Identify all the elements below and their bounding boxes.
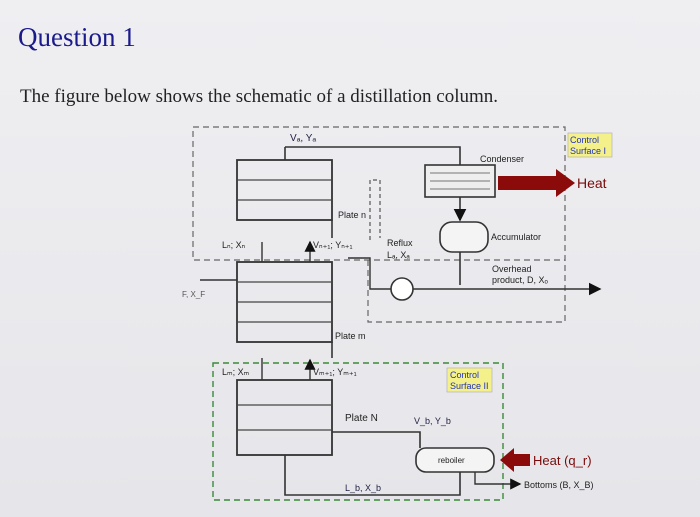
accumulator-vessel <box>439 221 489 253</box>
reflux-stream-boundary <box>369 179 381 240</box>
reflux-label-line1: Reflux <box>387 238 413 248</box>
reboiler-label: reboiler <box>438 456 465 465</box>
reboiler-vessel <box>415 447 495 473</box>
plate-N-label: Plate N <box>345 413 378 424</box>
reflux-pump-icon <box>390 277 414 301</box>
top-vapor-label: Vₐ, Yₐ <box>290 133 316 144</box>
plate-m-label: Plate m <box>335 331 366 341</box>
vapor-m1-label: Vₘ₊₁; Yₘ₊₁ <box>313 367 357 377</box>
control-surface-2-label-bg <box>446 367 493 393</box>
control-surface-1-label-bg <box>567 132 613 158</box>
overhead-label-line2: product, D, Xₒ <box>492 275 549 285</box>
accumulator-label: Accumulator <box>491 232 541 242</box>
question-text: The figure below shows the schematic of … <box>20 86 499 107</box>
plate-n-label: Plate n <box>338 210 366 220</box>
liquid-m-label: Lₘ; Xₘ <box>222 367 250 377</box>
control-surface-1-boundary-top <box>192 126 566 261</box>
vapor-n1-label: Vₙ₊₁; Yₙ₊₁ <box>313 240 353 250</box>
liquid-n-label: Lₙ; Xₙ <box>222 240 246 250</box>
reflux-return-line <box>348 257 391 290</box>
control-surface-1-label-line1: Control <box>570 135 599 145</box>
heat-bottom-label: Heat (q_r) <box>533 453 592 468</box>
heat-top-label: Heat <box>577 175 607 191</box>
control-surface-2-boundary <box>212 362 504 501</box>
bottom-liquid-line <box>284 455 461 496</box>
question-title: Question 1 <box>18 22 136 52</box>
control-surface-1-label-line2: Surface I <box>570 146 606 156</box>
heat-input-arrow <box>500 448 530 472</box>
control-surface-2-label-line1: Control <box>450 370 479 380</box>
bottoms-product-line <box>474 472 522 490</box>
overhead-label-line1: Overhead <box>492 264 532 274</box>
column-bottom-section <box>236 379 333 456</box>
vapor-line-to-condenser <box>285 146 461 165</box>
feed-label: F, X_F <box>182 290 205 299</box>
bottoms-label: Bottoms (B, X_B) <box>524 480 594 490</box>
control-surface-1-boundary-bottom <box>367 260 566 323</box>
column-top-section <box>236 159 333 221</box>
bottom-liquid-label: L_b, X_b <box>345 483 381 493</box>
reboiler-vapor-return <box>332 431 421 448</box>
vapor-b-label: V_b, Y_b <box>414 416 451 426</box>
reflux-label-line2: Lₐ, Xₐ <box>387 250 410 260</box>
condenser-label: Condenser <box>480 154 524 164</box>
heat-removal-arrow <box>498 169 575 197</box>
control-surface-2-label-line2: Surface II <box>450 381 489 391</box>
